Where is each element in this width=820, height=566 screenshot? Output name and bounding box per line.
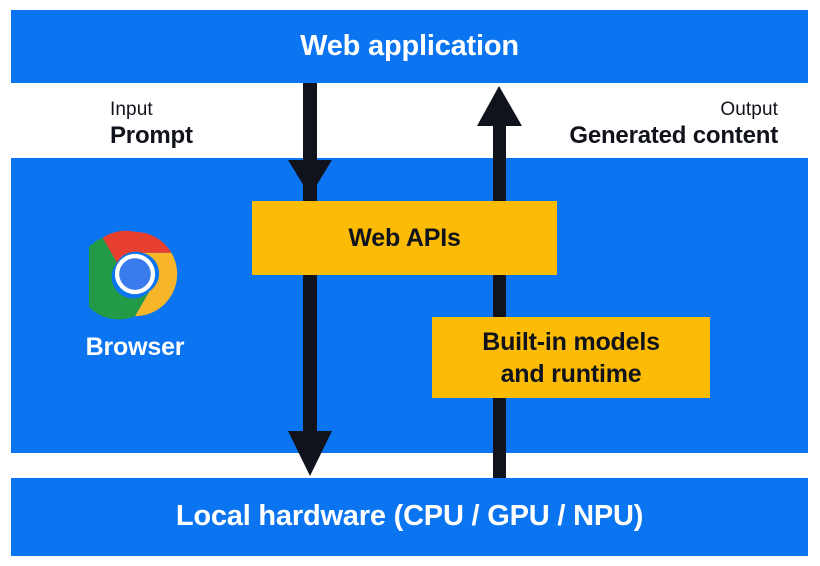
- browser-label: Browser: [85, 333, 185, 361]
- band-local-hardware-label: Local hardware (CPU / GPU / NPU): [175, 500, 644, 533]
- box-web-apis-label: Web APIs: [348, 224, 461, 252]
- band-web-application: Web application: [11, 10, 808, 83]
- box-builtin-models-label: Built-in models and runtime: [482, 327, 660, 388]
- output-flow-value: Generated content: [569, 122, 778, 150]
- box-web-apis: Web APIs: [252, 201, 557, 275]
- output-arrowhead: [477, 86, 522, 126]
- output-flow-label: Output Generated content: [569, 99, 778, 150]
- band-web-application-label: Web application: [300, 29, 519, 62]
- box-builtin-models: Built-in models and runtime: [432, 317, 710, 398]
- input-flow-value: Prompt: [110, 122, 193, 150]
- input-flow-kind: Input: [110, 99, 153, 120]
- output-flow-kind: Output: [720, 99, 778, 120]
- band-local-hardware: Local hardware (CPU / GPU / NPU): [11, 478, 808, 556]
- input-flow-label: Input Prompt: [110, 99, 193, 150]
- chrome-logo-icon: [89, 230, 178, 320]
- browser-identity-block: Browser: [57, 228, 213, 362]
